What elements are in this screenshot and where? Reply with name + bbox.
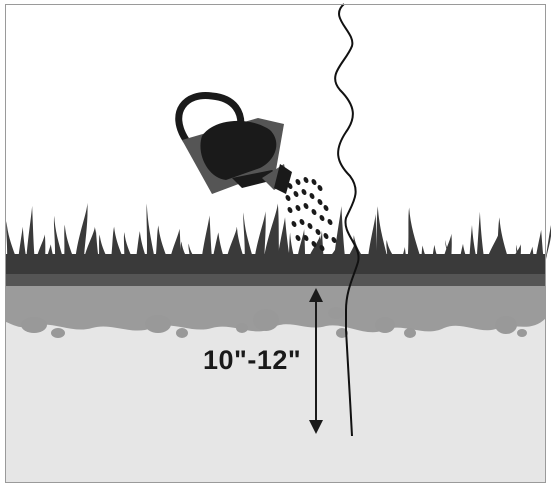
depth-label: 10"-12" — [203, 345, 301, 376]
grass-base — [6, 254, 546, 274]
